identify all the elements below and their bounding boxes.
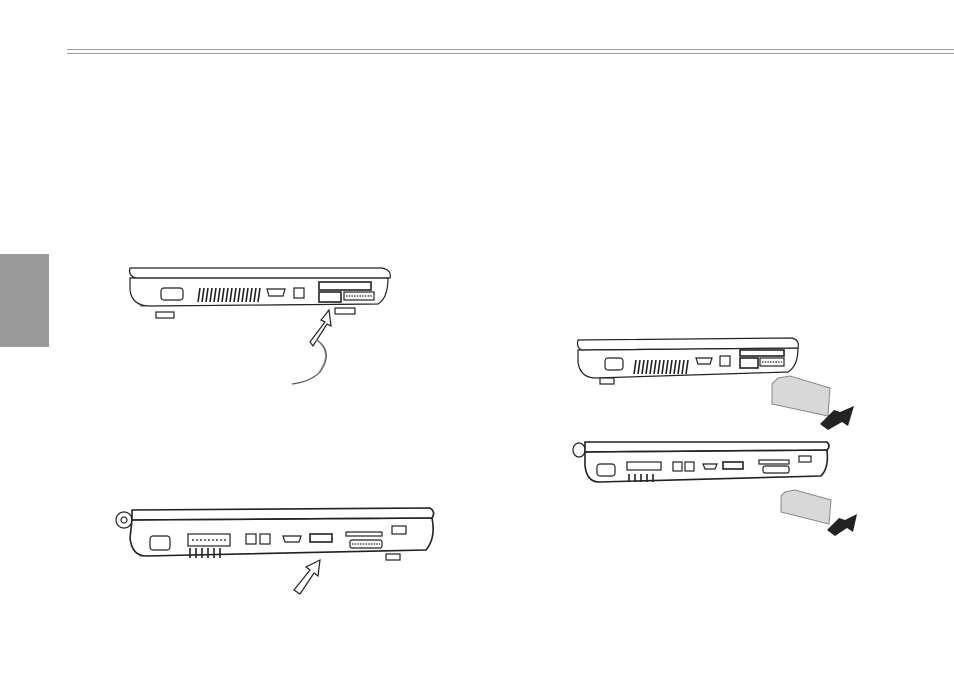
arrow-insert-icon xyxy=(294,560,320,594)
figure-laptop-b-usb xyxy=(110,498,440,598)
figure-laptop-a-usb xyxy=(120,260,410,385)
arrow-insert-icon xyxy=(310,310,331,346)
vga-port-icon xyxy=(605,358,623,370)
usb-port-icon xyxy=(310,534,332,542)
hdmi-port-icon xyxy=(696,358,712,364)
hdmi-port-icon xyxy=(703,464,717,469)
chapter-side-tab xyxy=(0,254,49,347)
laptop-a-card-illustration xyxy=(572,330,862,430)
figure-laptop-b-card xyxy=(565,436,865,536)
laptop-b-card-illustration xyxy=(565,436,865,536)
header-rule xyxy=(67,49,954,54)
vga-port-icon xyxy=(150,536,170,550)
laptop-b-usb-illustration xyxy=(110,498,440,598)
rj11-port-icon xyxy=(260,534,270,544)
vga-port-icon xyxy=(597,464,615,476)
arrow-insert-icon xyxy=(827,514,857,536)
hdmi-port-icon xyxy=(267,289,285,296)
vga-port-icon xyxy=(161,288,183,300)
hdmi-port-icon xyxy=(283,536,301,542)
figure-laptop-a-card xyxy=(572,330,862,430)
rj45-port-icon xyxy=(246,534,256,544)
laptop-a-usb-illustration xyxy=(120,260,410,385)
memory-card-icon xyxy=(781,490,831,524)
usb-port-icon xyxy=(319,282,371,290)
memory-card-icon xyxy=(772,376,830,416)
firewire-port-icon xyxy=(294,288,304,298)
